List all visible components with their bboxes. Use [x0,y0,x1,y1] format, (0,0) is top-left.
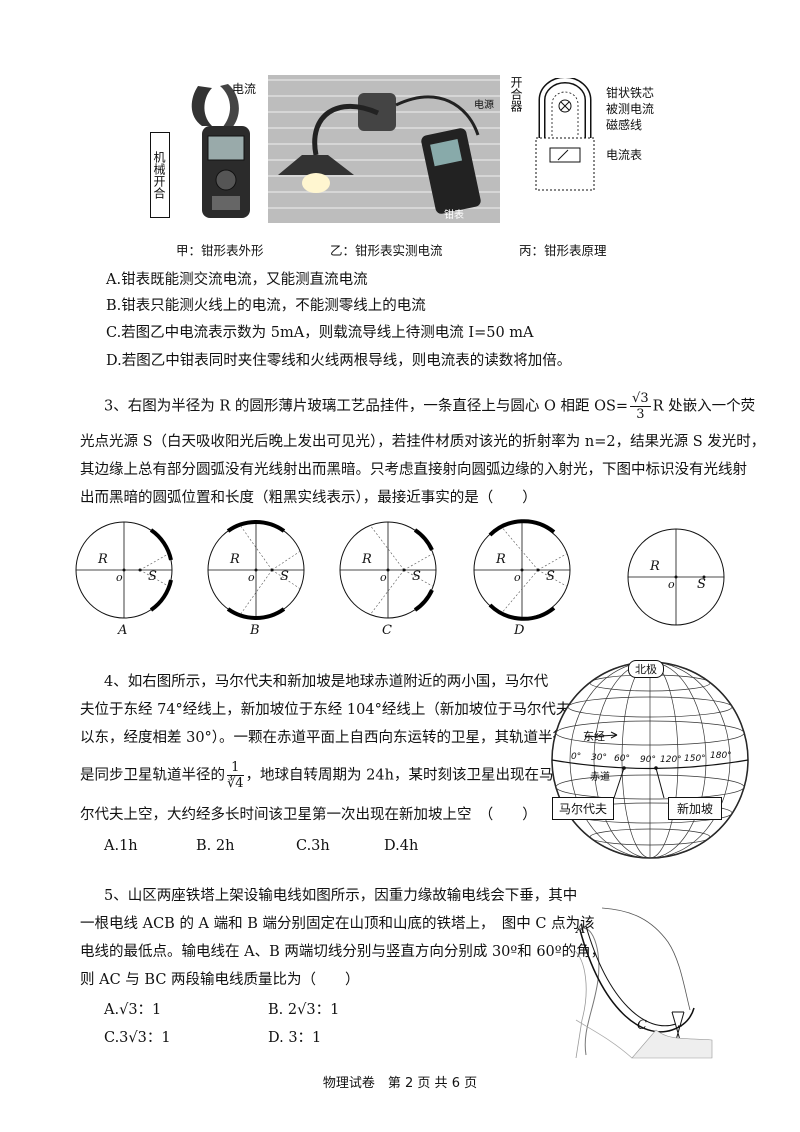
circle-option-b [207,520,305,620]
q3-line-3: 其边缘上总有部分圆弧没有光线射出而黑暗。只考虑直接射向圆弧边缘的入射光，下图中标… [80,462,747,478]
q3-line-1b: R 处嵌入一个荧 [652,398,756,415]
option-label-d: D [514,623,525,638]
globe-deg-0: 0° [571,752,582,762]
circle-a-R: R [98,552,108,567]
q3-line-2: 光点光源 S（白天吸收阳光后晚上发出可见光），若挂件材质对该光的折射率为 n=2… [80,434,766,450]
fig-label-C: C [637,1018,647,1033]
option-label-b: B [250,623,260,638]
q4-option-d: D.4h [384,838,419,854]
label-mech-switch: 机械开合 [150,132,170,218]
globe-deg-90: 90° [640,755,656,765]
figure-a-clamp-meter-photo [150,78,262,223]
circle-option-a [75,521,173,619]
q4-line-1: 4、如右图所示，马尔代夫和新加坡是地球赤道附近的两小国，马尔代 [104,674,549,690]
circle-c-S: S [412,569,421,584]
globe-deg-30: 30° [591,753,607,763]
circle-option-d [473,519,571,621]
q5-line-1: 5、山区两座铁塔上架设输电线如图所示，因重力缘故输电线会下垂，其中 [104,888,578,904]
globe-deg-180: 180° [710,751,732,761]
q5-option-b: B. 2√3：1 [268,1002,340,1018]
q3-line-4: 出而黑暗的圆弧位置和长度（粗黑实线表示），最接近事实的是（ ） [80,490,537,506]
power-line-figure [572,890,722,1060]
label-current: 电流 [232,82,257,96]
figure-b-lamp-photo [268,75,500,223]
q5-line-2: 一根电线 ACB 的 A 端和 B 端分别固定在山顶和山底的铁塔上， 图中 C … [80,916,595,932]
q5-option-c: C.3√3：1 [104,1030,171,1046]
q4-line-5: 尔代夫上空，大约经多长时间该卫星第一次出现在新加坡上空 （ ） [80,807,537,823]
caption-a: 甲：钳形表外形 [176,243,264,258]
globe-equator: 赤道 [590,772,610,783]
q4-option-b: B. 2h [196,838,235,854]
q5-option-d: D. 3：1 [268,1030,322,1046]
circle-c-O: o [380,571,387,584]
circle-b-R: R [230,552,240,567]
globe-pointers [613,766,665,799]
circle-reference [627,528,725,626]
page-footer: 物理试卷 第 2 页 共 6 页 [322,1076,478,1091]
q5-line-4: 则 AC 与 BC 两段输电线质量比为（ ） [80,972,360,988]
circle-d-R: R [496,552,506,567]
globe-east-longitude: 东经 [583,730,605,743]
circle-c-R: R [362,552,372,567]
q3-circle-figures [75,519,725,626]
globe-deg-60: 60° [614,754,630,764]
label-open-close: 开合器 [509,76,523,112]
globe-north-pole: 北极 [628,660,664,678]
circle-b-S: S [280,569,289,584]
q4-line-3: 以东，经度相差 30°）。一颗在赤道平面上自西向东运转的卫星，其轨道半径 [80,730,568,746]
figure-c-principle [528,76,602,194]
circle-option-c [339,521,437,619]
circle-ref-S: S [697,577,706,592]
label-measured-current: 被测电流 [606,102,655,116]
globe-deg-150: 150° [684,754,706,764]
fig-label-A: A [576,922,586,937]
circle-a-S: S [148,569,157,584]
option-label-c: C [382,623,392,638]
q2-option-b: B.钳表只能测火线上的电流，不能测零线上的电流 [106,298,426,314]
label-ammeter: 电流表 [606,148,643,162]
circle-d-S: S [546,569,555,584]
q3-line-1: 3、右图为半径为 R 的圆形薄片玻璃工艺品挂件，一条直径上与圆心 O 相距 OS… [104,391,755,422]
q4-option-a: A.1h [104,838,138,854]
q4-line-2: 夫位于东经 74°经线上，新加坡位于东经 104°经线上（新加坡位于马尔代夫 [80,702,571,718]
option-label-a: A [118,623,128,638]
globe-deg-120: 120° [660,755,682,765]
q2-option-d: D.若图乙中钳表同时夹住零线和火线两根导线，则电流表的读数将加倍。 [106,353,572,369]
globe-maldives: 马尔代夫 [552,797,615,820]
label-clamp-meter: 钳表 [444,210,464,221]
label-core: 钳状铁芯 [606,86,655,100]
q4-option-c: C.3h [296,838,330,854]
circle-b-O: o [248,571,255,584]
circle-ref-O: o [668,578,675,591]
q5-option-a: A.√3：1 [104,1002,162,1018]
globe-singapore: 新加坡 [668,797,723,820]
circle-d-O: o [514,571,521,584]
q3-line-1a: 3、右图为半径为 R 的圆形薄片玻璃工艺品挂件，一条直径上与圆心 O 相距 OS… [104,398,629,415]
circle-ref-R: R [650,559,660,574]
caption-b: 乙：钳形表实测电流 [330,243,443,258]
caption-c: 丙：钳形表原理 [519,243,607,258]
label-flux: 磁感线 [606,118,643,132]
label-power: 电源 [474,100,494,111]
q4-fraction: 1∛4 [227,760,244,791]
circle-a-O: o [116,571,123,584]
q5-line-3: 电线的最低点。输电线在 A、B 两端切线分别与竖直方向分别成 30º和 60º的… [80,944,606,960]
q2-option-a: A.钳表既能测交流电流，又能测直流电流 [106,272,368,288]
q2-option-c: C.若图乙中电流表示数为 5mA，则载流导线上待测电流 I=50 mA [106,325,534,341]
